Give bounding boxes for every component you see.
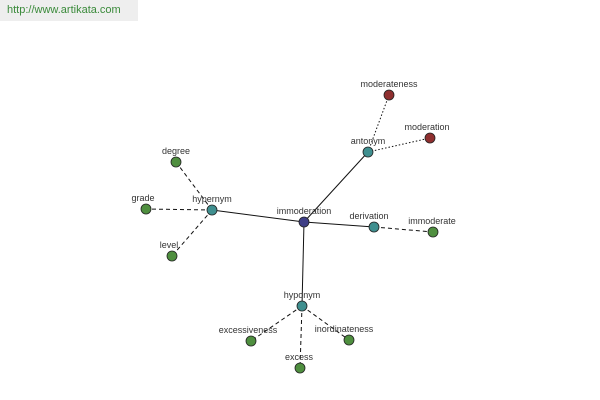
node-label-moderateness: moderateness	[360, 79, 418, 89]
edge-immoderation-to-hyponym	[301, 221, 305, 307]
node-label-inordinateness: inordinateness	[315, 324, 374, 334]
edge-hypernym-to-grade	[145, 208, 213, 211]
node-level[interactable]	[166, 250, 178, 262]
node-label-excessiveness: excessiveness	[219, 325, 278, 335]
node-label-antonym: antonym	[351, 136, 386, 146]
node-degree[interactable]	[170, 156, 182, 168]
node-label-grade: grade	[131, 193, 154, 203]
node-derivation[interactable]	[368, 221, 380, 233]
labels-layer: immoderation antonym hypernym derivation hyp…	[131, 79, 455, 362]
edge-derivation-to-immoderate	[373, 226, 434, 233]
node-label-immoderate: immoderate	[408, 216, 456, 226]
node-excess[interactable]	[294, 362, 306, 374]
edge-hyponym-to-inordinateness	[301, 305, 350, 341]
edge-hyponym-to-excessiveness	[250, 305, 303, 342]
node-label-derivation: derivation	[349, 211, 388, 221]
node-grade[interactable]	[140, 203, 152, 215]
url-bar: http://www.artikata.com	[0, 0, 138, 21]
edge-antonym-to-moderation	[367, 137, 431, 153]
node-label-degree: degree	[162, 146, 190, 156]
nodes-layer	[140, 89, 439, 374]
edge-immoderation-to-derivation	[303, 221, 375, 228]
site-url-link[interactable]: http://www.artikata.com	[7, 4, 121, 16]
edge-immoderation-to-antonym	[303, 151, 369, 223]
node-label-immoderation: immoderation	[277, 206, 332, 216]
node-label-hypernym: hypernym	[192, 194, 232, 204]
node-label-moderation: moderation	[404, 122, 449, 132]
node-immoderation[interactable]	[298, 216, 310, 228]
node-inordinateness[interactable]	[343, 334, 355, 346]
node-hyponym[interactable]	[296, 300, 308, 312]
edge-immoderation-to-hypernym	[211, 209, 305, 223]
node-label-level: level	[160, 240, 179, 250]
edge-hypernym-to-degree	[175, 161, 213, 211]
edges-layer	[145, 94, 434, 369]
node-label-hyponym: hyponym	[284, 290, 321, 300]
node-immoderate[interactable]	[427, 226, 439, 238]
node-label-excess: excess	[285, 352, 314, 362]
node-moderation[interactable]	[424, 132, 436, 144]
edge-hypernym-to-level	[171, 209, 213, 257]
node-antonym[interactable]	[362, 146, 374, 158]
node-hypernym[interactable]	[206, 204, 218, 216]
node-moderateness[interactable]	[383, 89, 395, 101]
edge-hyponym-to-excess	[299, 305, 303, 369]
node-excessiveness[interactable]	[245, 335, 257, 347]
